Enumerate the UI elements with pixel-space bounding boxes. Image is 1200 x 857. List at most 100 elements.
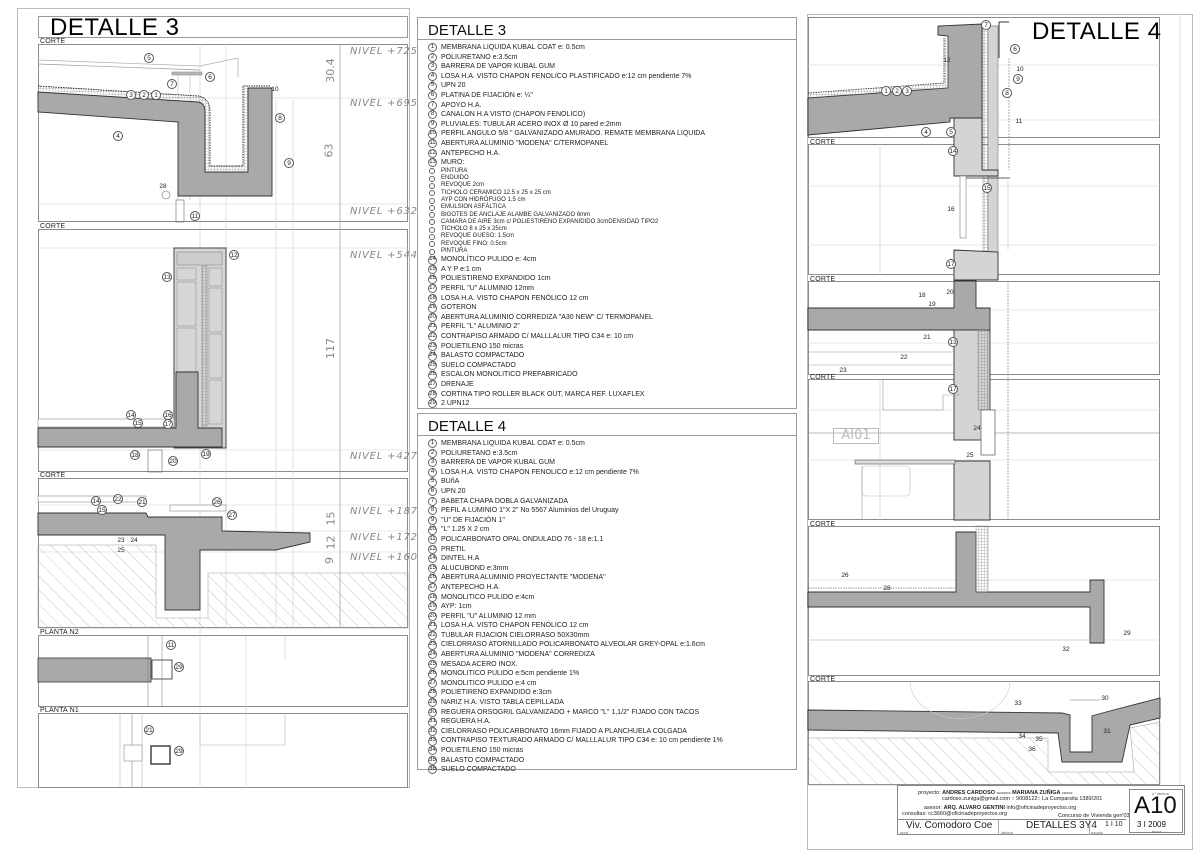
legend-text: ABERTURA ALUMINIO CORREDIZA "A30 NEW" C/… <box>441 313 653 321</box>
callout-17: 17 <box>163 419 173 429</box>
legend-number-circle <box>429 248 435 255</box>
legend-number-circle: 26 <box>428 669 437 679</box>
callout-d4-5: 5 <box>946 127 956 137</box>
tb-sheet-number: A10 <box>1134 792 1177 819</box>
callout-d4-17: 17 <box>946 259 956 269</box>
legend-text: ALUCUBOND e:3mm <box>441 564 509 572</box>
legend-item: 27 DRENAJE <box>428 380 796 390</box>
legend-text: PINTURA <box>441 247 468 254</box>
callout-26: 26 <box>212 497 222 507</box>
section-label: CORTE <box>810 374 836 381</box>
legend-number-circle: 25 <box>428 361 437 371</box>
callout-21: 21 <box>137 497 147 507</box>
tb-lamina-label: lámina <box>1001 830 1013 835</box>
legend-number-circle: 36 <box>428 765 437 775</box>
callout-3: 3 <box>126 90 136 100</box>
tb-proyecto: proyecto: ANDRES CARDOSO cccccccc MARIAN… <box>918 790 1073 796</box>
level-725: NIVEL +725 <box>350 46 418 57</box>
legend-number-circle: 12 <box>428 148 437 158</box>
legend-number-circle: 19 <box>428 303 437 313</box>
legend3-title: DETALLE 3 <box>418 18 796 40</box>
legend-number-circle: 12 <box>428 544 437 554</box>
legend-text: BALASTO COMPACTADO <box>441 756 525 764</box>
legend-number-circle: 23 <box>428 341 437 351</box>
callout-19: 19 <box>201 449 211 459</box>
legend-text: NARIZ H.A. VISTO TABLA CEPILLADA <box>441 699 564 707</box>
legend-text: MEMBRANA LIQUIDA KUBAL COAT e: 0.5cm <box>441 440 585 447</box>
legend-text: MONOLÍTICO PULIDO e: 4cm <box>441 256 537 264</box>
legend-item: 9"U" DE FIJACIÓN 1" <box>428 516 796 526</box>
legend-sublayer: ENDUIDO <box>428 175 796 182</box>
callout-d4-15: 15 <box>982 183 992 193</box>
callout-d4-23: 23 <box>839 366 847 374</box>
callout-d4-30: 30 <box>1101 694 1109 702</box>
legend-number-circle: 14 <box>428 554 437 564</box>
legend-number-circle: 15 <box>428 265 437 275</box>
callout-15: 15 <box>133 418 143 428</box>
callout-2: 2 <box>139 90 149 100</box>
legend-number-circle <box>429 234 435 241</box>
legend-text: ABERTURA ALUMINIO "MODENA" C/TERMOPANEL <box>441 139 609 147</box>
level-172: NIVEL +172 <box>350 532 418 543</box>
legend-number-circle: 27 <box>428 380 437 390</box>
legend-text: BARRERA DE VAPOR KUBAL GUM <box>441 459 555 467</box>
callout-11b: 11 <box>166 640 176 650</box>
callout-d4-36: 36 <box>1028 745 1036 753</box>
legend-text: REGUERA ORSOGRIL GALVANIZADO + MARCO "L"… <box>441 708 700 716</box>
legend-number-circle: 18 <box>428 592 437 602</box>
callout-d4-2: 2 <box>892 86 902 96</box>
callout-23: 23 <box>117 536 125 544</box>
level-187: NIVEL +187 <box>350 506 418 517</box>
legend-text: ABERTURA ALUMINIO PROYECTANTE "MODENA" <box>441 574 606 582</box>
dim-63: 63 <box>322 143 336 158</box>
legend-text: POLIURETANO e:3.5cm <box>441 449 518 457</box>
legend-number-circle: 16 <box>428 274 437 284</box>
legend-number-circle: 14 <box>428 255 437 265</box>
right-sheet-frame <box>807 14 1193 850</box>
callout-29b: 29 <box>174 746 184 756</box>
legend-number-circle: 10 <box>428 525 437 535</box>
callout-15b: 15 <box>97 505 107 515</box>
legend-text: POLIURETANO e:3.5cm <box>441 53 518 61</box>
tb-escala-label: escala <box>1091 830 1103 835</box>
legend-text: DRENAJE <box>441 381 474 388</box>
dim-117: 117 <box>324 338 337 359</box>
detalle3-title: DETALLE 3 <box>50 14 180 41</box>
legend-number-circle <box>429 241 435 248</box>
legend-sublayer: TICHOLO 8 x 25 x 25cm <box>428 226 796 233</box>
callout-4: 4 <box>113 131 123 141</box>
legend-text: REVOQUE FINO: 0.5cm <box>441 240 507 247</box>
legend-number-circle: 21 <box>428 621 437 631</box>
callout-d4-17b: 17 <box>948 384 958 394</box>
legend-sublayer: PINTURA <box>428 248 796 255</box>
callout-20: 20 <box>168 456 178 466</box>
legend-text: MONOLITICO PULIDO e:4 cm <box>441 679 537 687</box>
legend-text: BUñA <box>441 478 460 486</box>
legend-text: PLUVIALES: TUBULAR ACERO INOX Ø 10 pared… <box>441 120 622 128</box>
legend-number-circle: 33 <box>428 736 437 746</box>
legend-text: UPN 20 <box>441 82 466 90</box>
detalle3-plan-n1 <box>38 713 408 788</box>
callout-7: 7 <box>167 79 177 89</box>
